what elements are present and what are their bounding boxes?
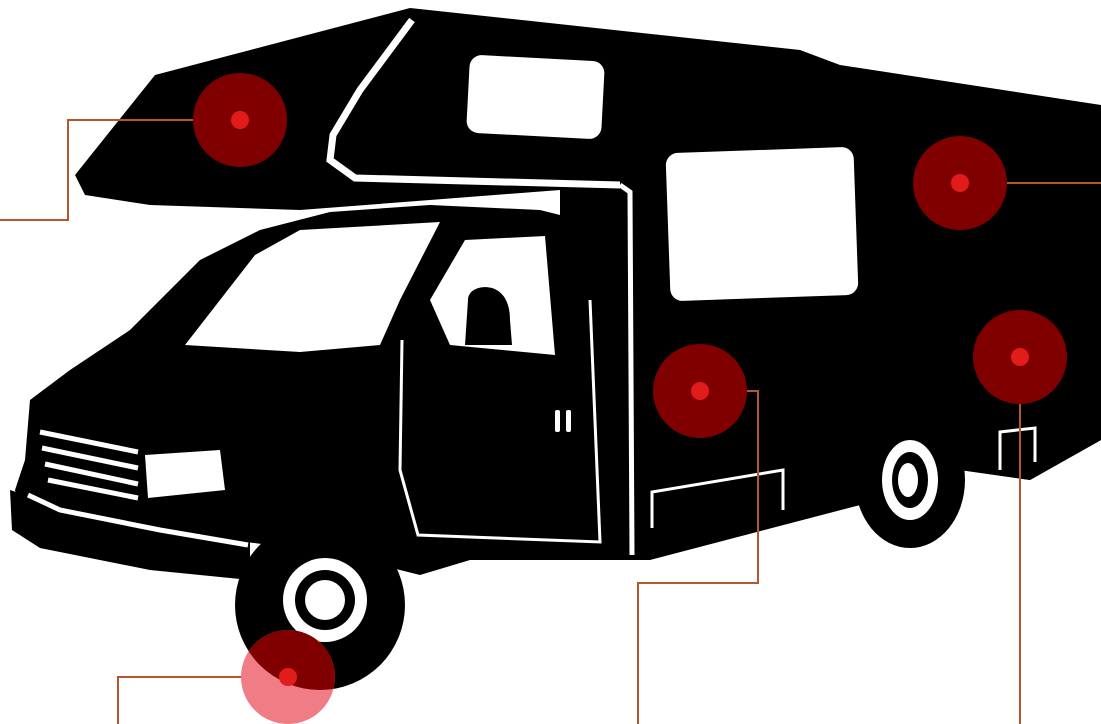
hotspot-dot <box>279 668 297 686</box>
hotspot-side-wall-door[interactable] <box>653 344 747 438</box>
hotspot-rear-lower-wall[interactable] <box>973 310 1067 404</box>
hotspot-dot <box>231 111 249 129</box>
door-handle-2 <box>566 410 571 432</box>
hotspot-dot <box>691 382 709 400</box>
side-window <box>665 147 858 301</box>
rear-wheel-hub <box>898 463 918 497</box>
headlight <box>145 450 225 498</box>
door-handle-1 <box>555 410 560 432</box>
hotspot-dot <box>951 174 969 192</box>
front-wheel-hub <box>305 580 345 620</box>
cab-over-window <box>466 55 605 140</box>
hotspot-rear-upper-wall[interactable] <box>913 136 1007 230</box>
hotspot-dot <box>1011 348 1029 366</box>
hotspot-front-wheel[interactable] <box>241 630 335 724</box>
rv-silhouette <box>10 8 1101 690</box>
hotspot-cab-over[interactable] <box>193 73 287 167</box>
